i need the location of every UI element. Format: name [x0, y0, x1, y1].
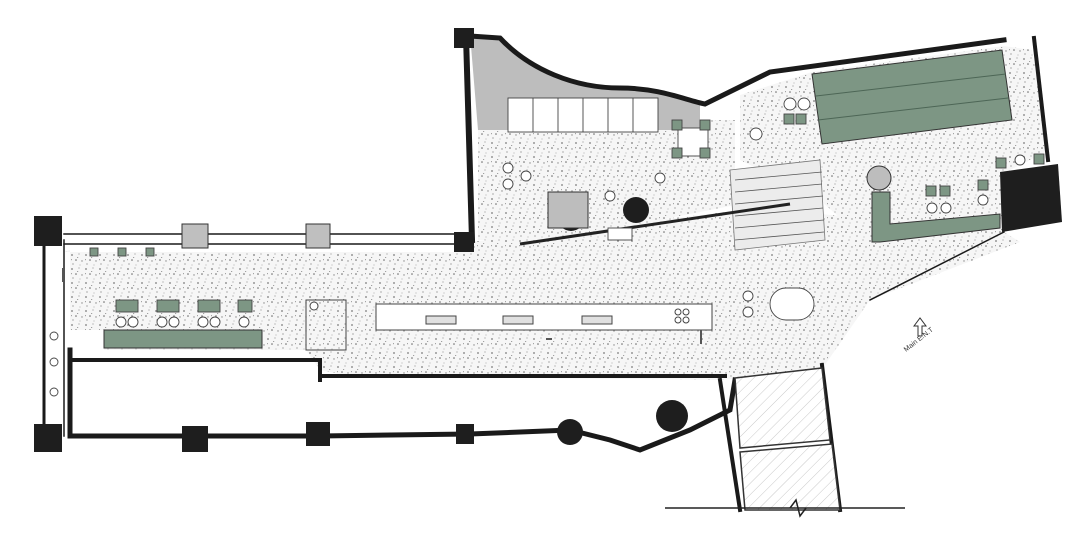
right-area-furniture [742, 97, 1045, 321]
round-column-icon [557, 419, 583, 445]
service-counter [305, 299, 713, 351]
left-tables [89, 247, 253, 328]
stair-area [665, 367, 905, 518]
square-column-icon [182, 426, 208, 452]
green-bar-counter [871, 191, 1001, 243]
round-column-icon [623, 197, 649, 223]
square-column-icon [1000, 164, 1062, 232]
square-column-icon [306, 422, 330, 446]
columns [34, 28, 1062, 452]
green-counter-top [811, 49, 1013, 145]
kiosk [547, 191, 589, 229]
gray-block-1 [181, 223, 209, 249]
entrance-arrow-icon [913, 317, 927, 337]
annotation-marks [62, 268, 702, 344]
green-elements [103, 49, 1013, 349]
ramp [519, 159, 826, 251]
square-column-icon [456, 424, 474, 444]
window-circles [49, 331, 59, 397]
square-column-icon [34, 216, 62, 246]
main-entrance: Main E.N.T [903, 317, 935, 354]
square-column-icon [454, 232, 474, 252]
round-column-icon [866, 165, 892, 191]
upper-room-tables [502, 97, 711, 241]
gray-block-2 [305, 223, 331, 249]
round-column-icon [656, 400, 688, 432]
square-column-icon [34, 424, 62, 452]
green-bench-left [103, 329, 263, 349]
square-column-icon [454, 28, 474, 48]
